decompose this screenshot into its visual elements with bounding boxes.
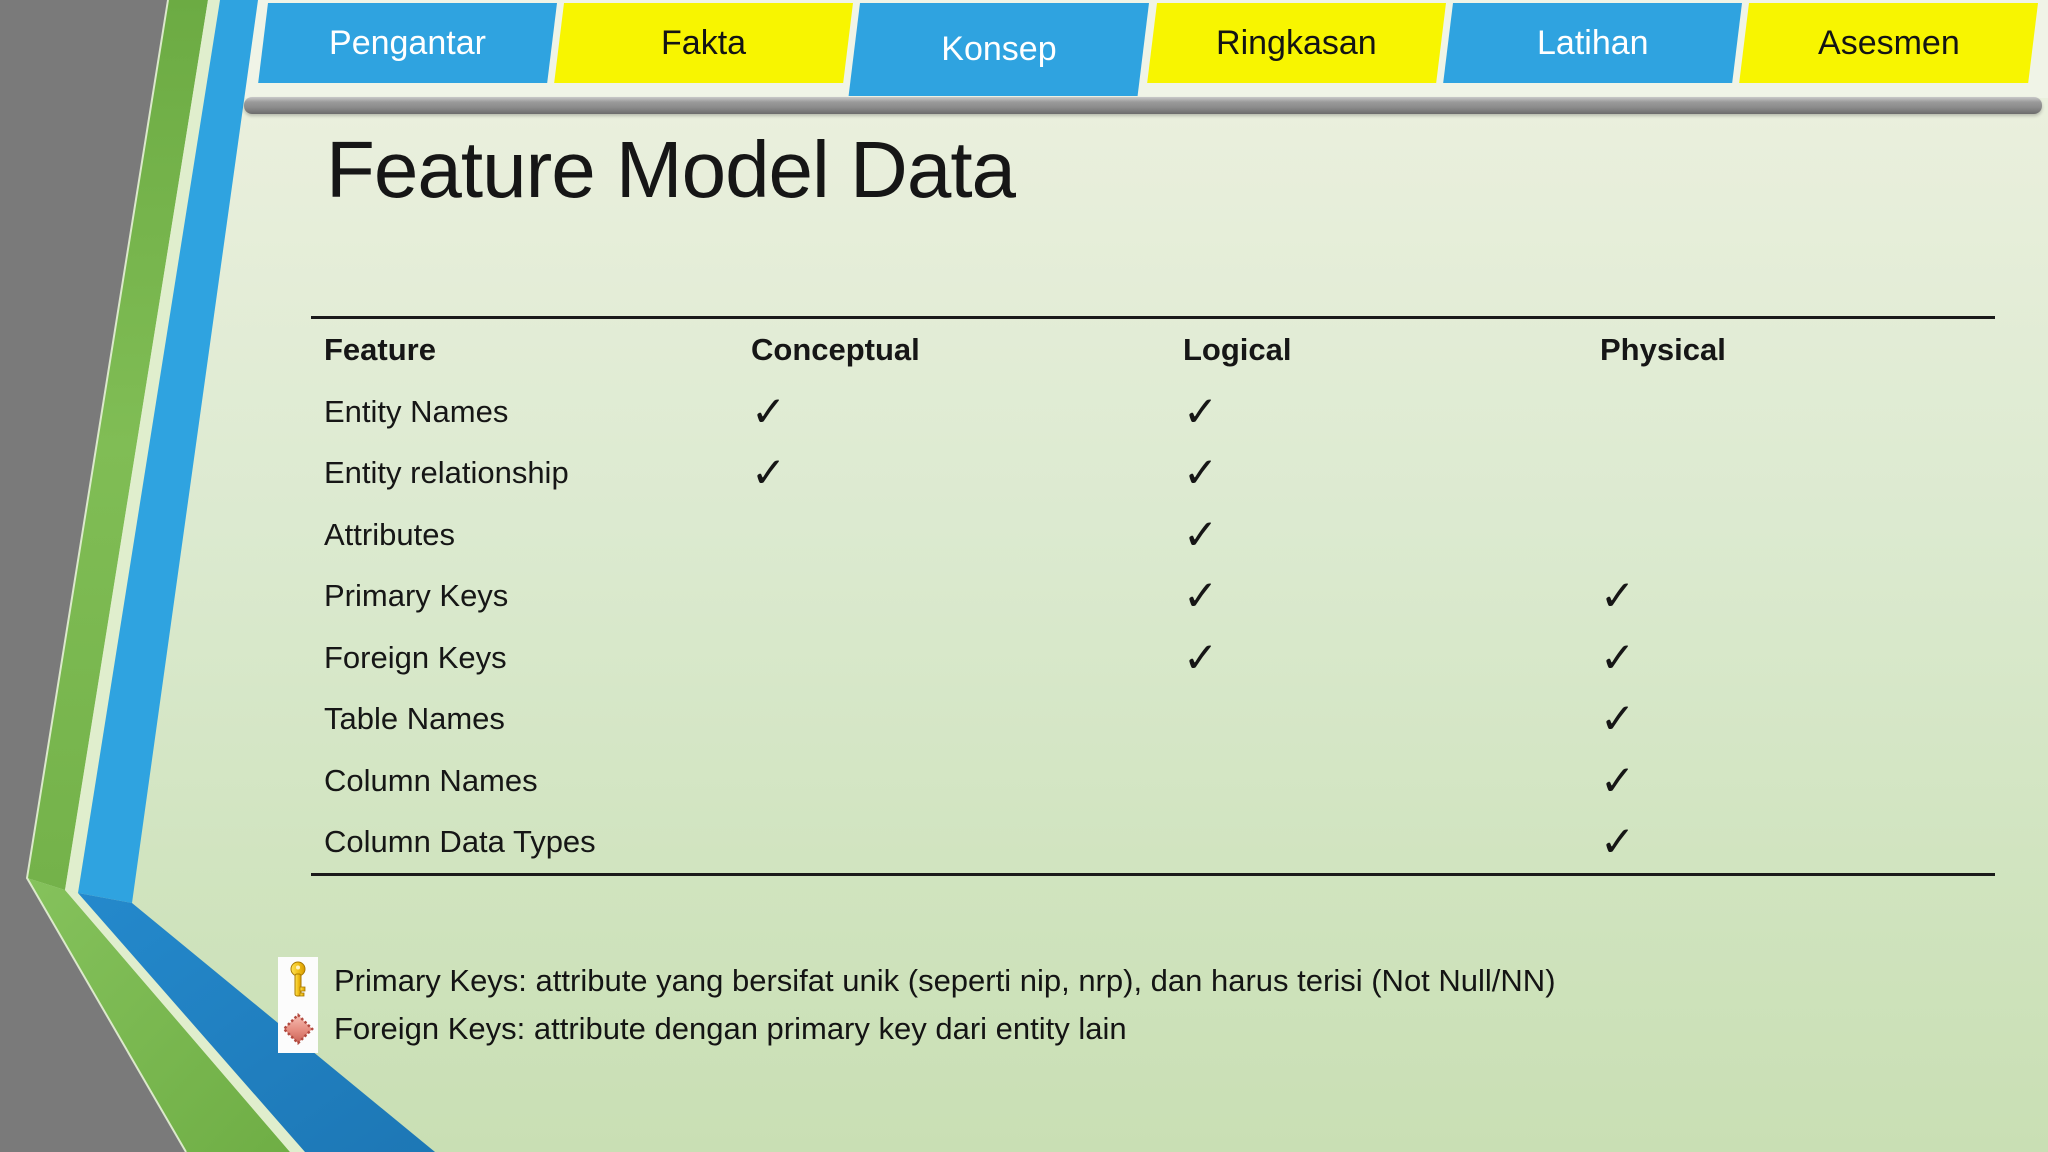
diamond-icon [282, 1013, 314, 1045]
feature-name-cell: Column Names [324, 762, 538, 798]
feature-name-cell: Attributes [324, 516, 455, 552]
check-cell-physical: ✓ [1600, 571, 1636, 621]
tab-label: Ringkasan [1216, 23, 1377, 62]
check-cell-conceptual: ✓ [751, 386, 787, 436]
check-cell-conceptual: ✓ [751, 448, 787, 498]
check-cell-logical: ✓ [1183, 509, 1219, 559]
ribbon-blue-upper [78, 0, 258, 903]
check-cell-logical: ✓ [1183, 632, 1219, 682]
check-cell-physical: ✓ [1600, 632, 1636, 682]
tab-label: Fakta [661, 23, 747, 62]
table-header-row: Feature Conceptual Logical Physical [311, 319, 1995, 381]
feature-name-cell: Primary Keys [324, 578, 509, 614]
feature-name-cell: Entity Names [324, 393, 509, 429]
note-text: Foreign Keys: attribute dengan primary k… [334, 1011, 1127, 1046]
tab-bar: Pengantar Fakta Konsep Ringkasan Latihan… [0, 0, 2048, 120]
divider-bar [244, 97, 2042, 114]
check-cell-logical: ✓ [1183, 448, 1219, 498]
tab-pengantar[interactable]: Pengantar [258, 3, 557, 83]
tab-asesmen[interactable]: Asesmen [1739, 3, 2038, 83]
key-icon [290, 961, 306, 997]
feature-name-cell: Entity relationship [324, 455, 569, 491]
note-primary-keys: Primary Keys: attribute yang bersifat un… [278, 957, 1556, 1005]
page-title: Feature Model Data [326, 125, 1016, 214]
table-row: Attributes ✓ [311, 504, 1995, 566]
tab-label: Asesmen [1817, 23, 1960, 62]
table-row: Column Names ✓ [311, 750, 1995, 812]
table-row: Table Names ✓ [311, 689, 1995, 751]
table-row: Entity Names ✓ ✓ [311, 381, 1995, 443]
feature-name-cell: Foreign Keys [324, 639, 507, 675]
check-cell-logical: ✓ [1183, 386, 1219, 436]
ribbon-pale-upper [65, 0, 220, 893]
check-cell-physical: ✓ [1600, 755, 1636, 805]
tab-konsep[interactable]: Konsep [848, 3, 1149, 96]
tab-ringkasan[interactable]: Ringkasan [1147, 3, 1446, 83]
feature-name-cell: Column Data Types [324, 824, 596, 860]
ribbon-green-lower [27, 878, 290, 1152]
check-cell-physical: ✓ [1600, 817, 1636, 867]
note-text: Primary Keys: attribute yang bersifat un… [334, 963, 1556, 998]
tab-label: Pengantar [329, 23, 487, 62]
header-cell-feature: Feature [324, 332, 436, 367]
table-row: Primary Keys ✓ ✓ [311, 566, 1995, 628]
ribbon-green-upper [27, 0, 208, 890]
tab-label: Konsep [941, 30, 1057, 68]
header-cell-conceptual: Conceptual [751, 332, 920, 367]
bullet-icon-box [278, 957, 318, 1005]
ribbon-highlight-edge [25, 0, 187, 1152]
table-row: Column Data Types ✓ [311, 812, 1995, 874]
tab-label: Latihan [1536, 23, 1649, 62]
tab-latihan[interactable]: Latihan [1443, 3, 1742, 83]
bullet-icon-box [278, 1005, 318, 1053]
header-cell-physical: Physical [1600, 332, 1726, 367]
note-foreign-keys: Foreign Keys: attribute dengan primary k… [278, 1005, 1127, 1053]
ribbon-pale-lower [65, 890, 305, 1152]
header-cell-logical: Logical [1183, 332, 1292, 367]
side-gray-backdrop [0, 0, 186, 1152]
feature-name-cell: Table Names [324, 701, 505, 737]
table-row: Entity relationship ✓ ✓ [311, 443, 1995, 505]
feature-table: Feature Conceptual Logical Physical Enti… [311, 316, 1995, 876]
check-cell-logical: ✓ [1183, 571, 1219, 621]
table-row: Foreign Keys ✓ ✓ [311, 627, 1995, 689]
tab-fakta[interactable]: Fakta [554, 3, 853, 83]
check-cell-physical: ✓ [1600, 694, 1636, 744]
